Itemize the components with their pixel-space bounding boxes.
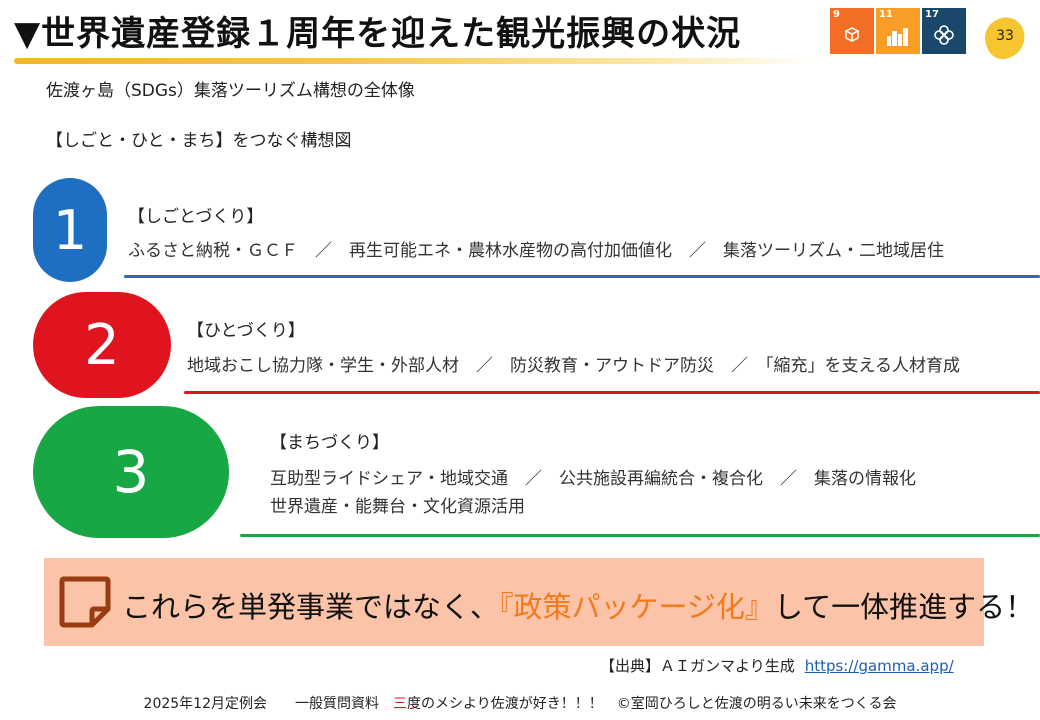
banner-highlight: 『政策パッケージ化』 — [499, 590, 774, 624]
banner-message: これらを単発事業ではなく、『政策パッケージ化』して一体推進する！ — [122, 590, 1035, 624]
title-underline — [14, 58, 814, 64]
footer: 2025年12月定例会 一般質問資料 三度のメシより佐渡が好き！！！ ©室岡ひろ… — [143, 696, 897, 712]
page-number: 33 — [979, 12, 1031, 64]
section-items-machi-line1: 互助型ライドシェア・地域交通 ／ 公共施設再編統合・複合化 ／ 集落の情報化 — [270, 469, 916, 489]
page-title: ▼世界遺産登録１周年を迎えた観光振興の状況 — [14, 14, 742, 54]
subtitle: 佐渡ヶ島（SDGs）集落ツーリズム構想の全体像 — [46, 81, 415, 101]
sticky-note-icon — [58, 575, 112, 629]
section-heading-machi: 【まちづくり】 — [270, 433, 389, 453]
section-divider-1 — [124, 275, 1040, 278]
section-items-shigoto: ふるさと納税・ＧＣＦ ／ 再生可能エネ・農林水産物の高付加価値化 ／ 集落ツーリ… — [128, 241, 944, 261]
section-number-1: 1 — [33, 178, 107, 282]
partnership-flower-icon — [922, 24, 966, 51]
section-divider-3 — [240, 534, 1040, 537]
section-items-machi-line2: 世界遺産・能舞台・文化資源活用 — [270, 497, 525, 517]
concept-label: 【しごと・ひと・まち】をつなぐ構想図 — [46, 131, 352, 151]
section-heading-shigoto: 【しごとづくり】 — [128, 207, 264, 227]
section-items-hito: 地域おこし協力隊・学生・外部人材 ／ 防災教育・アウトドア防災 ／ 「縮充」を支… — [187, 356, 960, 376]
sdg-goal-9-icon: 9 — [830, 8, 874, 54]
cubes-icon — [830, 26, 874, 51]
section-number-3: 3 — [33, 406, 229, 538]
sdg-goal-17-icon: 17 — [922, 8, 966, 54]
section-heading-hito: 【ひとづくり】 — [187, 321, 305, 341]
summary-banner — [44, 558, 984, 646]
source-link[interactable]: https://gamma.app/ — [804, 657, 954, 675]
section-number-2: 2 — [33, 292, 171, 398]
section-divider-2 — [184, 391, 1040, 394]
city-buildings-icon — [876, 26, 920, 51]
sdg-goal-11-icon: 11 — [876, 8, 920, 54]
